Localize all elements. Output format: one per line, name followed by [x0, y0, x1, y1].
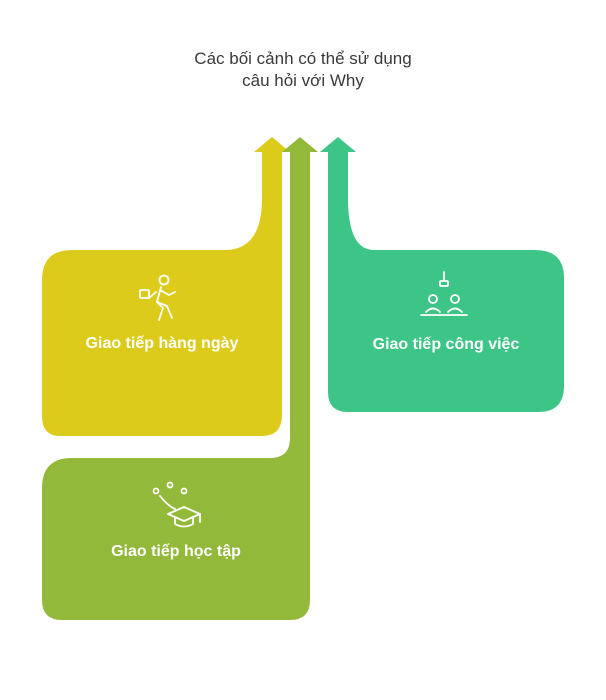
work-branch: [320, 137, 564, 412]
study-shape: [42, 137, 318, 620]
diagram-title: Các bối cảnh có thể sử dụng câu hỏi với …: [0, 48, 606, 92]
title-line-2: câu hỏi với Why: [242, 71, 364, 90]
everyday-shape: [42, 137, 290, 436]
study-branch: [42, 137, 318, 620]
meeting-icon: [420, 271, 468, 316]
study-label: Giao tiếp học tập: [111, 543, 241, 560]
work-label: Giao tiếp công việc: [372, 336, 520, 353]
title-line-1: Các bối cảnh có thể sử dụng: [194, 49, 412, 68]
work-shape: [320, 137, 564, 412]
graduation-cap-icon: [152, 481, 201, 528]
everyday-label: Giao tiếp hàng ngày: [85, 335, 239, 352]
everyday-branch: [42, 137, 290, 436]
walking-person-icon: [139, 274, 176, 321]
